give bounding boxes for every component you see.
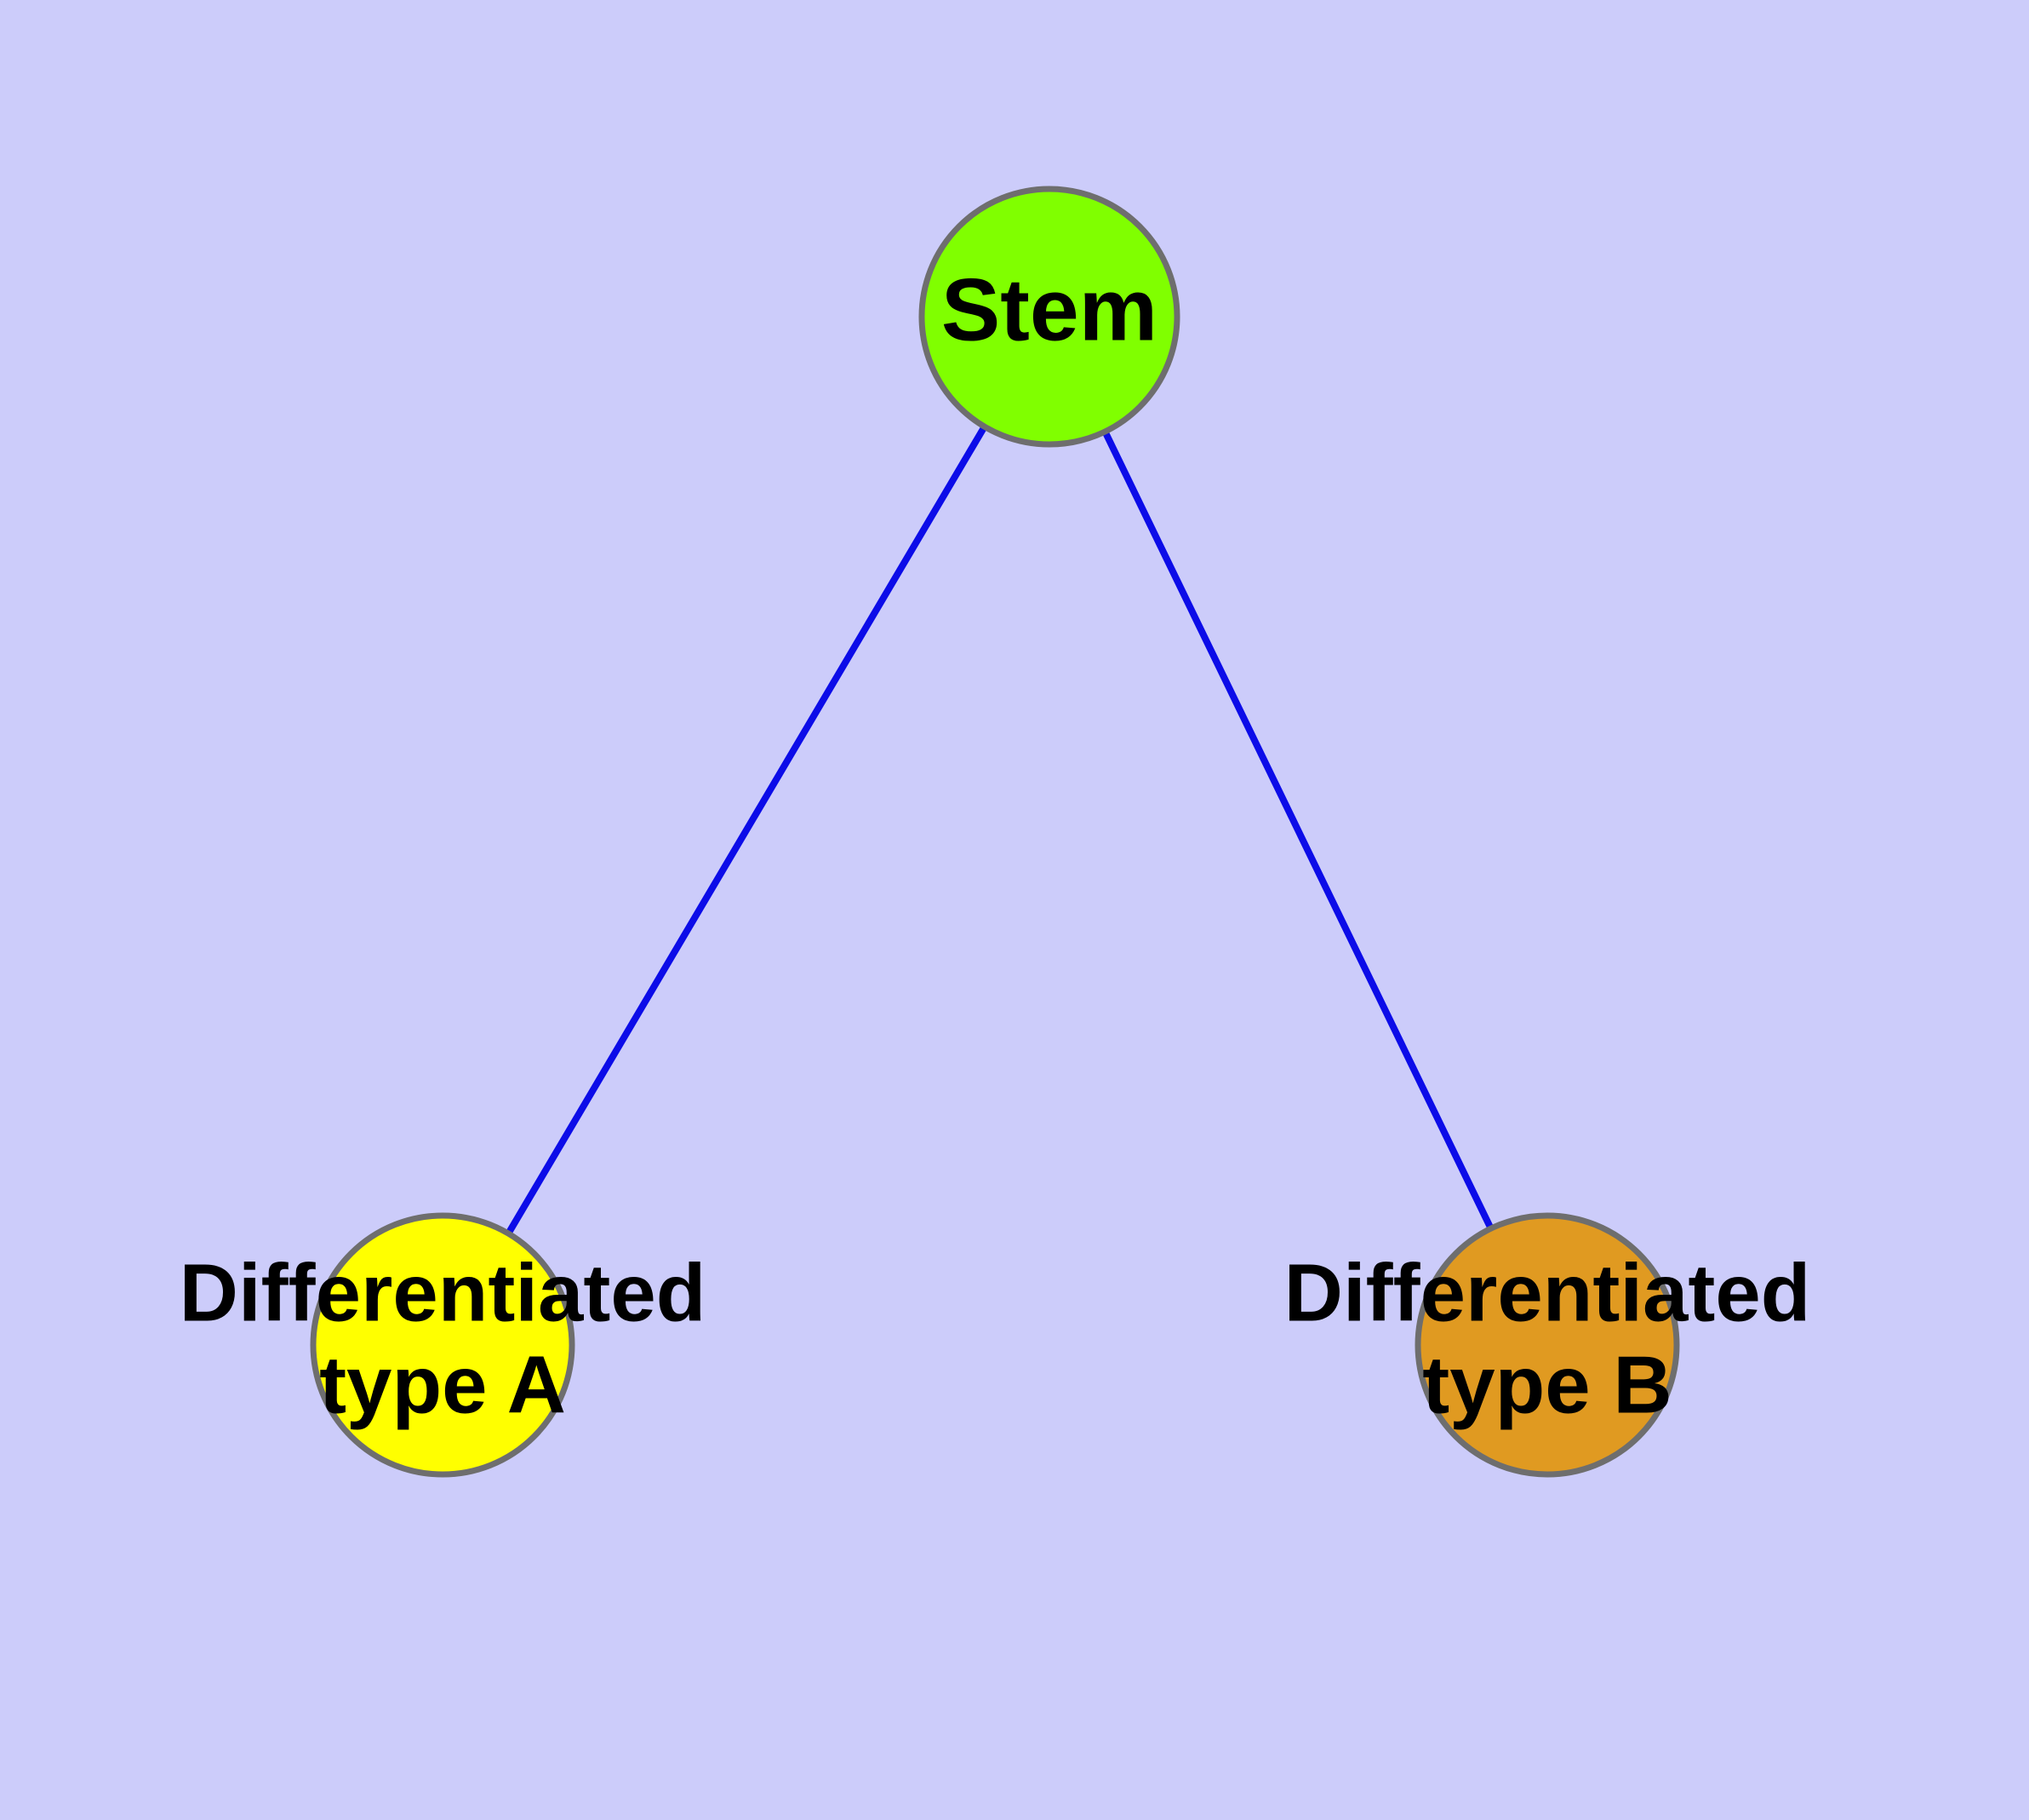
node-differentiated-type-b-circle[interactable]	[1415, 1212, 1680, 1478]
edge-stem-to-differentiated-b[interactable]	[1046, 315, 1551, 1347]
node-differentiated-type-b-label-line2: type B	[1422, 1339, 1672, 1430]
node-stem-label: Stem	[941, 260, 1157, 359]
node-differentiated-type-a[interactable]: Differentiated type A	[180, 1212, 706, 1478]
node-layer: Stem Differentiated type A Differentiate…	[180, 186, 1811, 1478]
node-stem[interactable]: Stem	[918, 186, 1180, 448]
edge-layer	[439, 314, 1551, 1348]
node-differentiated-type-b[interactable]: Differentiated type B	[1284, 1212, 1811, 1478]
node-differentiated-type-a-circle[interactable]	[310, 1212, 575, 1478]
node-differentiated-type-a-label-line2: type A	[319, 1339, 566, 1430]
node-stem-circle[interactable]	[918, 186, 1180, 448]
node-differentiated-type-b-label-line1: Differentiated	[1284, 1247, 1811, 1338]
edge-stem-to-differentiated-a[interactable]	[439, 314, 1053, 1348]
node-differentiated-type-a-label-line1: Differentiated	[180, 1247, 706, 1338]
